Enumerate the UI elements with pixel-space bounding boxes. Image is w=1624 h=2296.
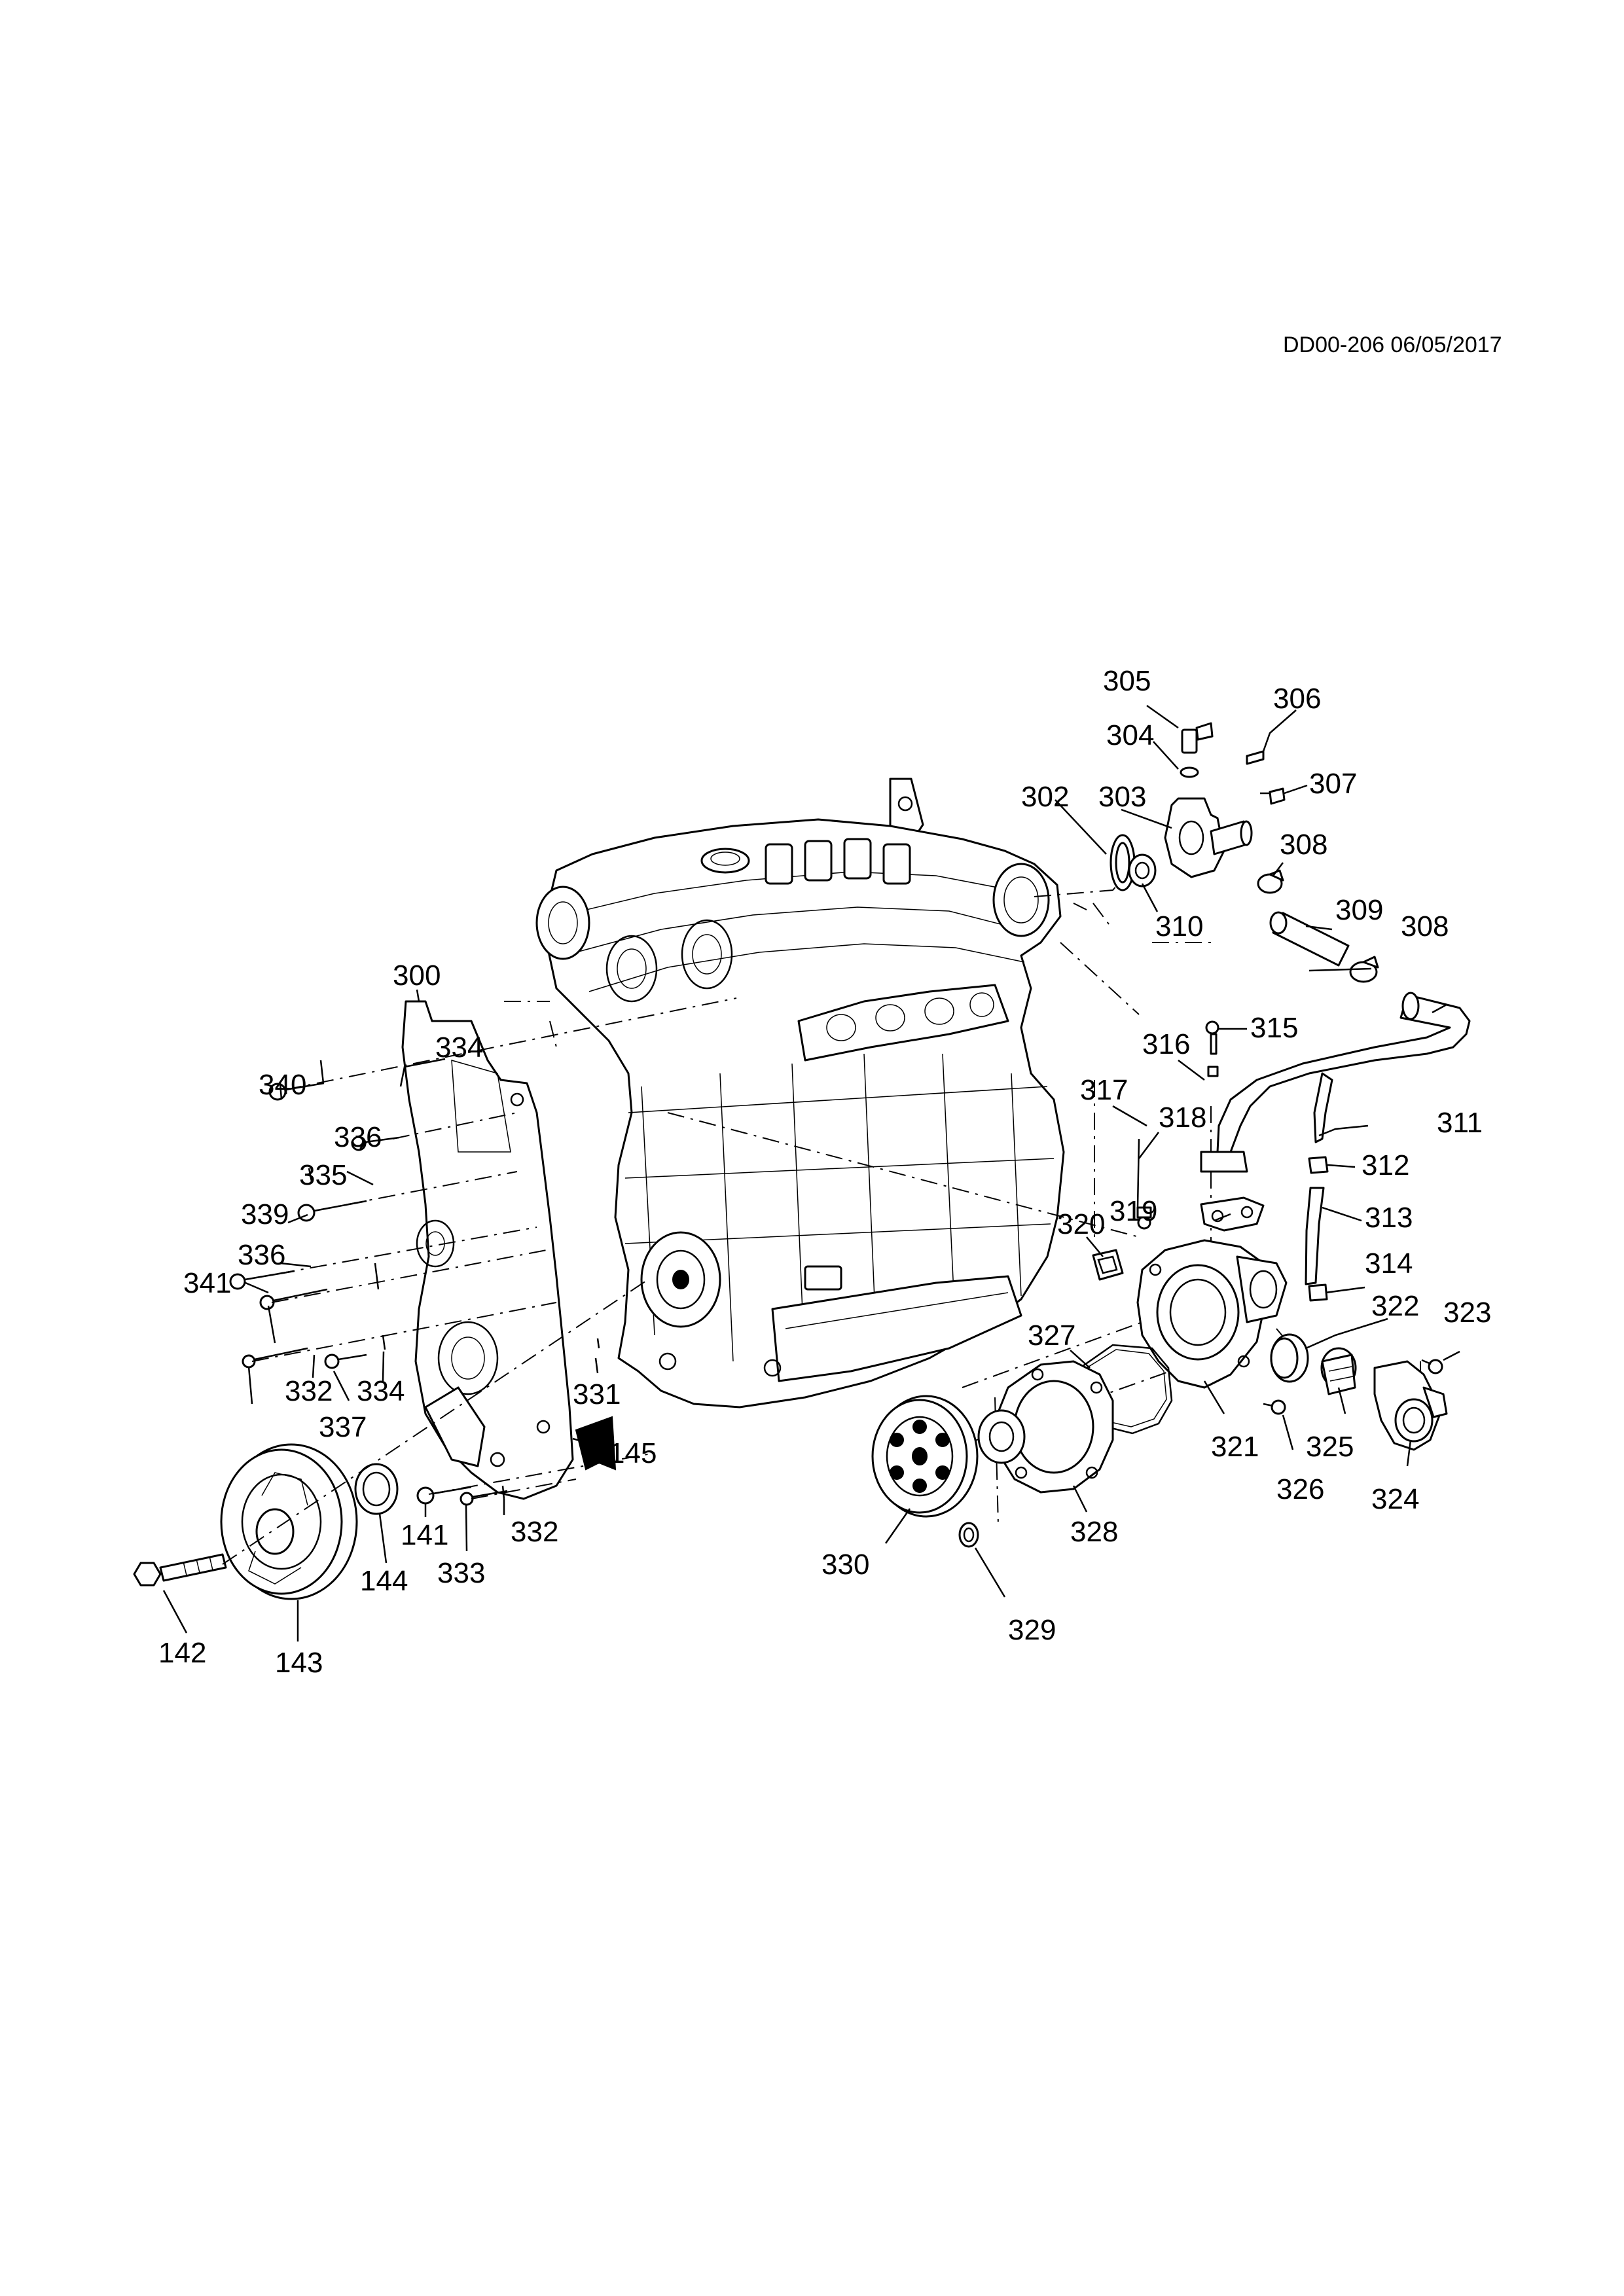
coolant-bypass-pipe (1200, 992, 1471, 1173)
callout-336: 337 (319, 1411, 367, 1443)
water-pump-housing (1136, 1239, 1288, 1389)
callout-320: 320 (1057, 1208, 1105, 1240)
callout-142: 142 (158, 1637, 206, 1669)
callout-309: 309 (1335, 894, 1383, 926)
callout-305: 305 (1103, 665, 1151, 697)
callout-321: 321 (1211, 1431, 1259, 1463)
housing-seal (1092, 1249, 1124, 1281)
thermostat (1320, 1347, 1357, 1395)
callout-323: 323 (1443, 1297, 1491, 1329)
callout-labels: 305 306 304 307 302 303 308 309 308 310 … (158, 665, 1491, 1679)
callout-333: 333 (437, 1557, 485, 1589)
front-cover (401, 1000, 574, 1500)
callout-317: 317 (1080, 1074, 1128, 1106)
water-pump-pulley (871, 1395, 979, 1518)
callout-300: 300 (393, 960, 441, 992)
pump-o-ring (958, 1522, 979, 1548)
callout-335: 335 (299, 1159, 347, 1191)
callout-306: 306 (1273, 683, 1321, 715)
callout-314: 314 (1365, 1247, 1413, 1280)
callout-311: 311 (1437, 1107, 1483, 1139)
callout-325: 325 (1306, 1431, 1354, 1463)
pipe-bracket (1136, 1020, 1265, 1232)
callout-326: 326 (1276, 1473, 1324, 1505)
hose-clamps-and-hose (1257, 869, 1379, 983)
callout-308: 308 (1401, 910, 1449, 942)
callout-143: 143 (275, 1647, 323, 1679)
housing-bolts (1263, 1359, 1443, 1415)
callout-331: 331 (573, 1378, 621, 1410)
callout-332: 332 (511, 1516, 558, 1548)
callout-312: 312 (1362, 1149, 1409, 1181)
callout-322: 322 (1371, 1290, 1419, 1322)
callout-328: 328 (1070, 1516, 1118, 1548)
callout-313: 313 (1365, 1202, 1413, 1234)
callout-315: 315 (1250, 1012, 1298, 1044)
callout-145: 145 (609, 1437, 657, 1469)
callout-319: 319 (1110, 1195, 1157, 1227)
callout-334: 334 (357, 1375, 405, 1407)
crankshaft-balancer (220, 1443, 358, 1600)
callout-337: 339 (241, 1198, 289, 1230)
view-arrow (575, 1416, 617, 1471)
callout-330: 330 (821, 1549, 869, 1581)
thermostat-gasket (1270, 1333, 1309, 1383)
water-pump (977, 1360, 1114, 1494)
callout-332: 332 (285, 1375, 333, 1407)
callout-304: 304 (1106, 719, 1154, 751)
callout-141: 141 (401, 1519, 448, 1551)
callout-335: 336 (238, 1239, 285, 1271)
callout-336: 336 (334, 1121, 382, 1153)
callout-144: 144 (360, 1565, 408, 1597)
bypass-hose (1305, 1156, 1329, 1302)
callout-324: 324 (1371, 1483, 1419, 1515)
callout-327: 327 (1028, 1319, 1075, 1352)
callout-307: 307 (1309, 768, 1357, 800)
document-id: DD00-206 06/05/2017 (1283, 332, 1502, 357)
upper-coolant-outlet (1110, 722, 1286, 891)
engine-block (535, 778, 1065, 1408)
callout-302: 302 (1021, 781, 1069, 813)
balancer-bolt (133, 1553, 227, 1587)
front-crank-seal (354, 1463, 399, 1515)
callout-303: 303 (1098, 781, 1146, 813)
callout-329: 329 (1008, 1614, 1056, 1646)
thermostat-housing (1373, 1360, 1448, 1451)
callout-339: 341 (183, 1267, 231, 1299)
callout-318: 318 (1159, 1102, 1206, 1134)
leader-lines (162, 704, 1460, 1641)
callout-310: 310 (1155, 910, 1203, 942)
callout-338: 340 (259, 1069, 306, 1101)
callout-334: 334 (435, 1031, 483, 1064)
callout-316: 316 (1142, 1028, 1190, 1060)
callout-308: 308 (1280, 829, 1327, 861)
